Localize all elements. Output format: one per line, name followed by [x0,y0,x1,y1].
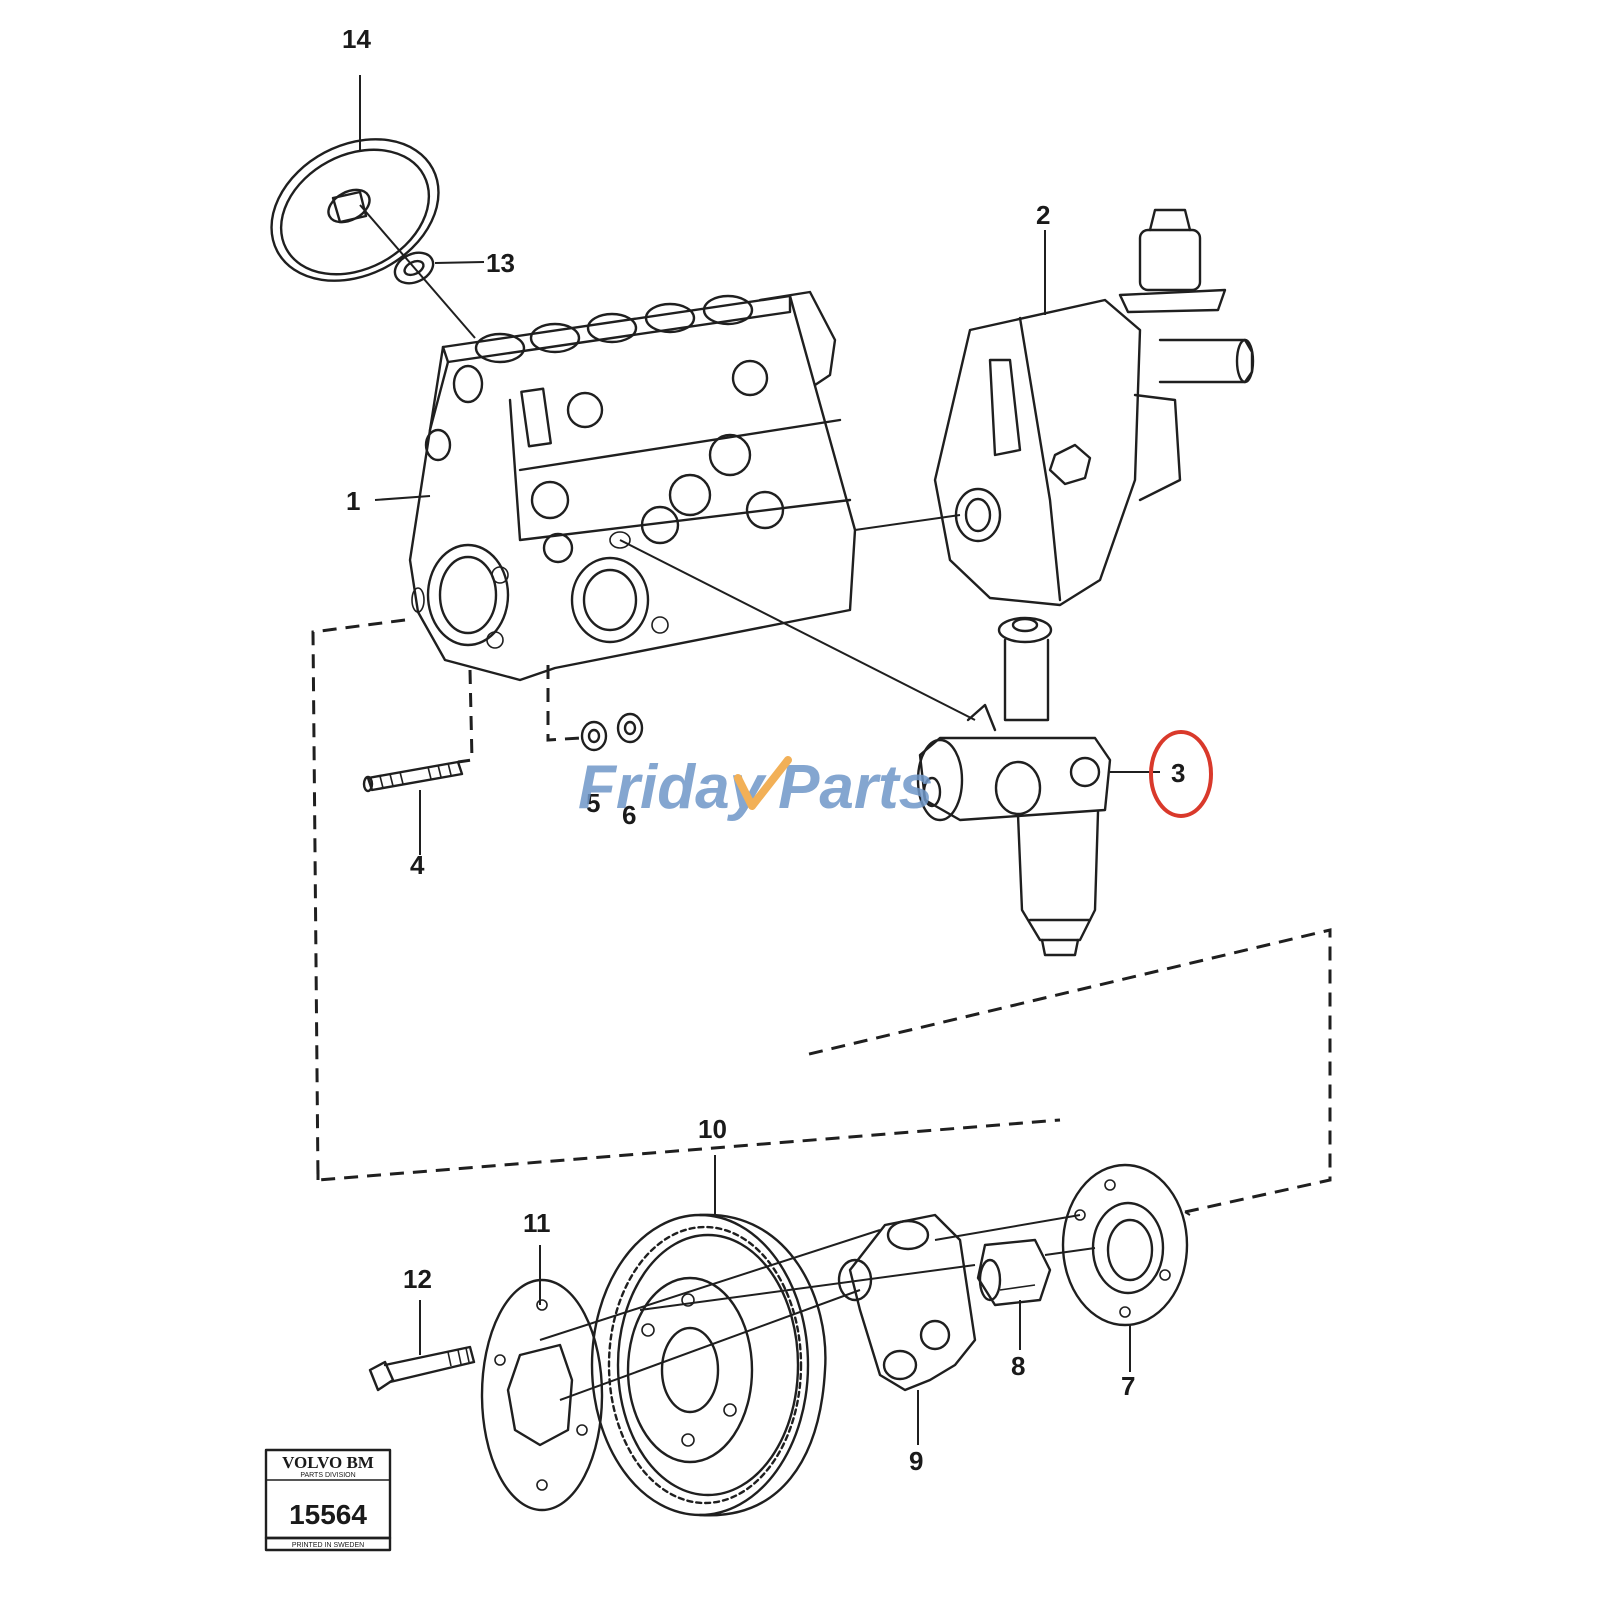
part-7-hub [1061,1163,1189,1327]
callout-1: 1 [346,486,360,516]
callout-labels: 14 13 1 2 3 4 5 6 10 11 12 9 8 7 [342,24,1185,1476]
part-3-feed-pump [916,616,1112,957]
part-1-injection-pump [408,290,857,682]
callout-8: 8 [1011,1351,1025,1381]
leader-lines [359,75,1191,1445]
assembly-dashed-lines [311,618,1332,1214]
callout-11: 11 [523,1208,551,1238]
callout-9: 9 [909,1446,923,1476]
callout-4: 4 [410,850,425,880]
part-5-washer [580,720,608,752]
part-4-stud [362,760,464,793]
part-10-gear [590,1213,827,1517]
callout-3: 3 [1171,758,1185,788]
plate-number: 15564 [289,1499,367,1530]
callout-10: 10 [698,1114,727,1144]
part-6-nut [616,712,644,744]
part-8-bushing [976,1238,1052,1307]
callout-14: 14 [342,24,371,54]
part-11-plate [480,1278,604,1512]
callout-6: 6 [622,800,636,830]
callout-12: 12 [403,1264,432,1294]
watermark-friday: Friday [578,753,768,822]
part-9-coupling [837,1213,977,1392]
plate-subtitle: PARTS DIVISION [300,1472,355,1479]
callout-13: 13 [486,248,515,278]
part-13-washer [393,251,435,285]
callout-3-highlight-ring [1149,730,1213,818]
plate-footer: PRINTED IN SWEDEN [292,1542,364,1549]
watermark-check-mark-icon [734,756,792,810]
callout-2: 2 [1036,200,1050,230]
volvo-bm-plate: VOLVO BM PARTS DIVISION 15564 PRINTED IN… [264,1448,392,1552]
callout-7: 7 [1121,1371,1135,1401]
part-12-bolt [368,1345,476,1392]
part-14-drive-disc [270,138,440,282]
watermark-parts: Parts [778,753,933,822]
callout-5: 5 [586,788,600,818]
plate-title: VOLVO BM [282,1453,374,1472]
part-2-governor [933,208,1255,607]
